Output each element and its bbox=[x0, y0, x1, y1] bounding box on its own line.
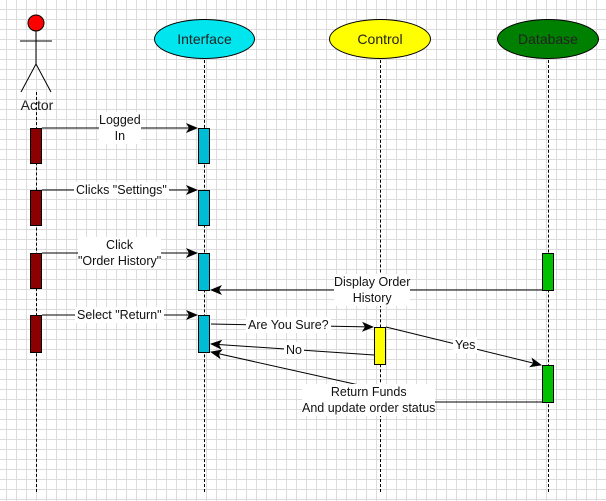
interface-activation-1[interactable] bbox=[198, 128, 210, 164]
control-label: Control bbox=[357, 31, 403, 47]
msg-click-order-history-line2: "Order History" bbox=[78, 253, 162, 269]
interface-activation-2[interactable] bbox=[198, 190, 210, 226]
interface-activation-4[interactable] bbox=[198, 315, 210, 353]
control-node[interactable]: Control bbox=[329, 19, 431, 59]
msg-yes-label: Yes bbox=[453, 337, 478, 353]
control-activation[interactable] bbox=[374, 327, 386, 365]
database-label: Database bbox=[518, 31, 578, 47]
msg-click-order-history-line1: Click bbox=[78, 237, 162, 253]
msg-logged-in-line2: In bbox=[99, 128, 141, 144]
interface-node[interactable]: Interface bbox=[154, 19, 255, 59]
msg-display-order-history-label: Display Order History bbox=[332, 274, 412, 306]
actor-left-leg bbox=[20, 63, 37, 93]
actor-label: Actor bbox=[20, 97, 54, 113]
actor-figure bbox=[20, 14, 52, 93]
msg-return-funds-line1: Return Funds bbox=[302, 384, 436, 400]
msg-clicks-settings-label: Clicks "Settings" bbox=[74, 182, 169, 198]
actor-right-leg bbox=[35, 63, 52, 93]
actor-activation-3[interactable] bbox=[30, 253, 42, 289]
msg-display-order-history-line1: Display Order bbox=[334, 274, 411, 290]
interface-label: Interface bbox=[177, 31, 232, 47]
msg-are-you-sure-label: Are You Sure? bbox=[246, 317, 331, 333]
msg-select-return-label: Select "Return" bbox=[75, 307, 164, 323]
actor-activation-1[interactable] bbox=[30, 128, 42, 164]
msg-logged-in-label: Logged In bbox=[97, 112, 143, 144]
actor-lifeline bbox=[36, 92, 37, 492]
database-activation-1[interactable] bbox=[542, 253, 554, 291]
msg-logged-in-line1: Logged bbox=[99, 112, 141, 128]
actor-activation-4[interactable] bbox=[30, 315, 42, 353]
msg-return-funds-line2: And update order status bbox=[302, 400, 436, 416]
database-node[interactable]: Database bbox=[497, 19, 599, 59]
msg-no-label: No bbox=[284, 342, 304, 358]
database-activation-2[interactable] bbox=[542, 365, 554, 403]
interface-activation-3[interactable] bbox=[198, 253, 210, 291]
msg-return-funds-label: Return Funds And update order status bbox=[300, 384, 437, 416]
msg-display-order-history-line2: History bbox=[334, 290, 411, 306]
actor-activation-2[interactable] bbox=[30, 190, 42, 226]
msg-click-order-history-label: Click "Order History" bbox=[76, 237, 163, 269]
